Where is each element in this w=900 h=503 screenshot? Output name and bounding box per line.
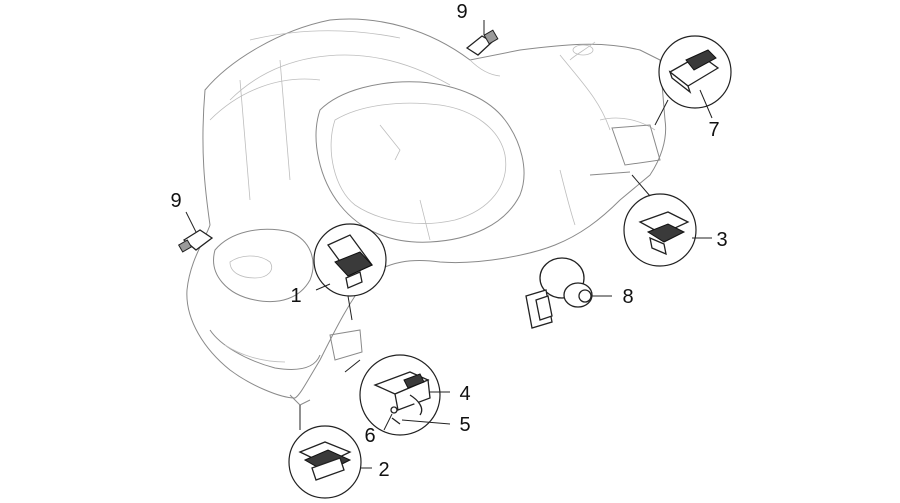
- switch-bracket-group: [344, 354, 451, 436]
- callout-1: 1: [290, 285, 301, 307]
- callout-9-left: 9: [170, 190, 181, 212]
- bulb-part-top: [465, 20, 499, 56]
- callout-8: 8: [622, 286, 633, 308]
- switch-part-3: [623, 174, 712, 267]
- callout-5: 5: [459, 414, 470, 436]
- callout-3: 3: [716, 229, 727, 251]
- callout-2: 2: [378, 459, 389, 481]
- callout-6: 6: [364, 425, 375, 447]
- callout-labels: 1 2 3 4 5 6 7 8 9 9: [170, 1, 727, 481]
- callout-4: 4: [459, 383, 470, 405]
- bulb-part-left: [177, 211, 214, 253]
- callout-7: 7: [708, 119, 719, 141]
- callout-9-top: 9: [456, 1, 467, 23]
- switch-part-1: [313, 223, 387, 321]
- switch-part-2: [288, 405, 372, 499]
- ignition-switch-part: [525, 257, 612, 329]
- switch-part-7: [654, 35, 732, 126]
- handlebar-cover-housing: [186, 18, 667, 406]
